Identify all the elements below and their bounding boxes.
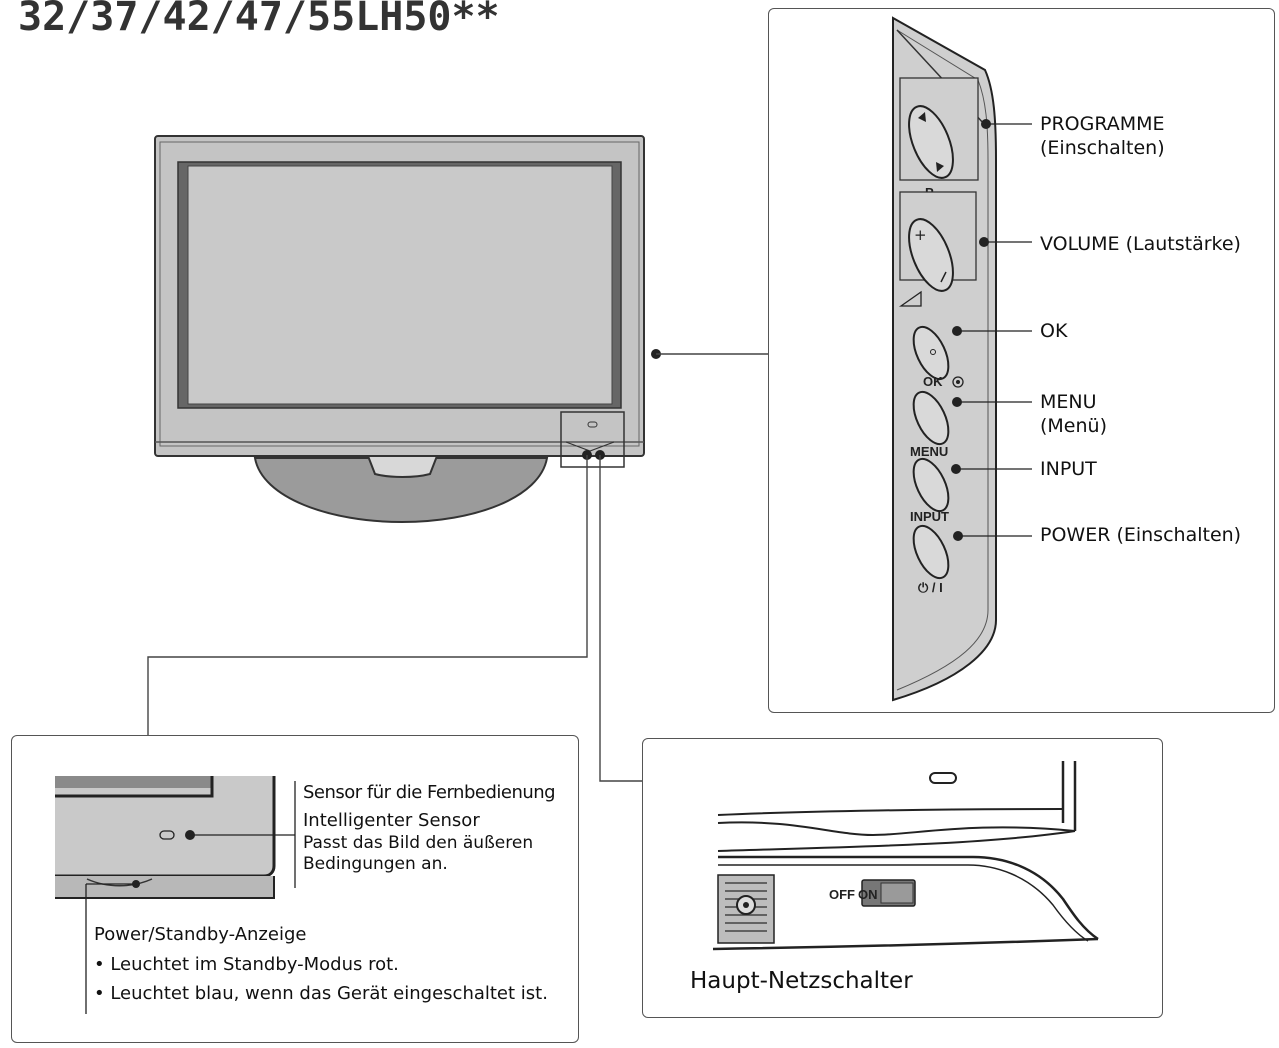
power-button-label: ⏻ / I [918,580,943,595]
intelligent-sensor-title: Intelligenter Sensor [303,810,480,831]
main-switch-illustration: OFF ON [712,761,1099,951]
switch-on-label: ON [858,887,878,902]
callout-input: INPUT [1040,458,1097,480]
tv-front-illustration [154,135,661,524]
standby-title: Power/Standby-Anzeige [94,924,307,945]
callout-ok: OK [1040,320,1068,342]
menu-button-label: MENU [910,444,948,459]
callout-volume: VOLUME (Lautstärke) [1040,233,1241,255]
sensor-inset-panel: Sensor für die Fernbedienung Intelligent… [11,735,579,1043]
model-title: 32/37/42/47/55LH50** [18,0,500,40]
side-button-panel-illustration: P + OK MENU INPUT ⏻ / I [892,16,1032,702]
input-button-label: INPUT [910,509,949,524]
sensor-title: Sensor für die Fernbedienung [303,782,556,803]
svg-text:+: + [914,226,927,244]
main-switch-caption: Haupt-Netzschalter [690,968,913,994]
side-panel-frame [768,8,1275,713]
switch-off-label: OFF [829,887,855,902]
intelligent-sensor-desc-line1: Passt das Bild den äußeren [303,833,534,853]
intelligent-sensor-desc-line2: Bedingungen an. [303,854,448,874]
ok-button-label: OK [923,374,943,389]
callout-menu: MENU (Menü) [1040,391,1107,437]
sensor-inset-illustration [55,776,296,1014]
main-switch-inset-panel: OFF ON Haupt-Netzschalter [642,738,1163,1018]
standby-bullet-blue: • Leuchtet blau, wenn das Gerät eingesch… [94,983,548,1004]
standby-bullet-red: • Leuchtet im Standby-Modus rot. [94,954,399,975]
connector-lines [147,353,768,782]
callout-power: POWER (Einschalten) [1040,524,1242,546]
callout-programme: PROGRAMME (Einschalten) [1040,113,1165,159]
